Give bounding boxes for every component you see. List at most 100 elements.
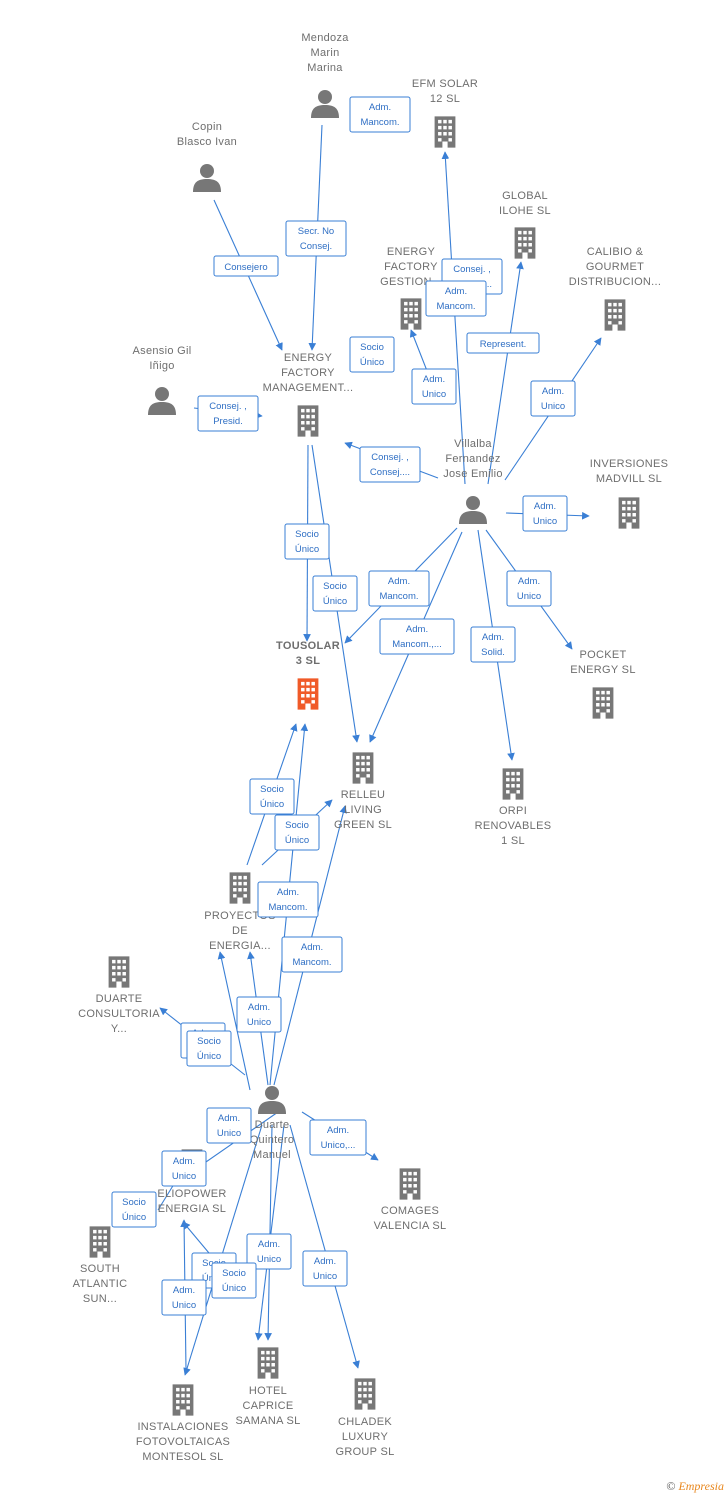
role-box-frame xyxy=(466,332,540,354)
role-label-text: Unico xyxy=(533,516,557,527)
building-icon xyxy=(434,116,456,148)
role-label-text: Unico xyxy=(313,1271,337,1282)
role-label-box[interactable]: Adm.Unico xyxy=(161,1150,207,1187)
role-box-frame xyxy=(206,1107,252,1144)
person-icon xyxy=(148,387,176,415)
node-label: GOURMET xyxy=(586,261,644,273)
node-label: VALENCIA SL xyxy=(374,1220,447,1232)
role-box-frame xyxy=(309,1119,367,1156)
role-label-box[interactable]: Adm.Unico xyxy=(236,996,282,1033)
company-node-tousolar[interactable]: TOUSOLAR 3 SL xyxy=(276,640,340,710)
role-label-box[interactable]: Adm.Solid. xyxy=(470,626,516,663)
role-label-box[interactable]: Adm.Mancom.,... xyxy=(379,618,455,655)
role-label-text: Único xyxy=(285,835,309,846)
role-label-text: Socio xyxy=(122,1197,146,1208)
role-label-box[interactable]: Adm.Unico xyxy=(161,1279,207,1316)
node-label: ILOHE SL xyxy=(499,205,551,217)
building-icon xyxy=(297,405,319,437)
role-box-frame xyxy=(379,618,455,655)
building-icon xyxy=(257,1347,279,1379)
role-box-frame xyxy=(284,523,330,560)
role-label-text: Consejero xyxy=(224,262,267,273)
role-label-text: Adm. xyxy=(173,1156,195,1167)
role-label-box[interactable]: Adm.Mancom. xyxy=(425,280,487,317)
role-label-text: Represent. xyxy=(480,339,526,350)
node-label: 3 SL xyxy=(296,655,320,667)
relation-edge xyxy=(289,1124,360,1369)
role-label-text: Adm. xyxy=(518,576,540,587)
role-label-text: Unico xyxy=(257,1254,281,1265)
node-label: Jose Emilio xyxy=(443,468,503,480)
copyright-icon: © xyxy=(666,1479,676,1493)
node-label: MADVILL SL xyxy=(596,473,662,485)
role-label-box[interactable]: Consej. ,Consej.... xyxy=(359,446,421,483)
role-label-box[interactable]: Consej. ,Presid. xyxy=(197,395,259,432)
node-label: Villalba xyxy=(454,438,492,450)
role-label-box[interactable]: Adm.Mancom. xyxy=(281,936,343,973)
role-label-text: Único xyxy=(323,596,347,607)
node-label: TOUSOLAR xyxy=(276,640,340,652)
role-label-box[interactable]: Adm.Unico xyxy=(206,1107,252,1144)
role-label-box[interactable]: Adm.Unico xyxy=(506,570,552,607)
role-label-box[interactable]: Adm.Unico,... xyxy=(309,1119,367,1156)
role-box-frame xyxy=(359,446,421,483)
role-label-text: Único xyxy=(222,1283,246,1294)
role-label-box[interactable]: Adm.Mancom. xyxy=(368,570,430,607)
role-label-box[interactable]: Adm. Unico xyxy=(522,495,568,532)
role-label-box[interactable]: Adm. Unico xyxy=(302,1250,348,1287)
brand-logo[interactable]: Empresia xyxy=(678,1479,724,1493)
role-label-text: Adm. xyxy=(534,501,556,512)
role-label-box[interactable]: Adm.Unico xyxy=(246,1233,292,1270)
role-box-frame xyxy=(246,1233,292,1270)
company-node-energy_mgmt[interactable]: ENERGYFACTORYMANAGEMENT... xyxy=(263,352,354,437)
role-label-text: Unico,... xyxy=(321,1140,356,1151)
role-label-text: Solid. xyxy=(481,647,505,658)
node-label: MANAGEMENT... xyxy=(263,382,354,394)
role-box-frame xyxy=(257,881,319,918)
company-node-duarte_c[interactable]: DUARTECONSULTORIAY... xyxy=(78,956,160,1035)
node-label: CALIBIO & xyxy=(587,246,644,258)
node-label: Iñigo xyxy=(149,360,174,372)
role-label-box[interactable]: Adm.Mancom. xyxy=(349,96,411,133)
role-label-box[interactable]: Adm.Unico xyxy=(411,368,457,405)
relation-edge xyxy=(441,151,466,485)
role-label-box[interactable]: Adm.Unico xyxy=(530,380,576,417)
building-icon xyxy=(297,678,319,710)
role-label-text: Socio xyxy=(260,784,284,795)
role-label-box[interactable]: Adm.Mancom. xyxy=(257,881,319,918)
node-label: CONSULTORIA xyxy=(78,1008,160,1020)
node-label: DE xyxy=(232,925,248,937)
building-icon xyxy=(229,872,251,904)
role-label-box[interactable]: Represent. xyxy=(466,332,540,354)
company-node-south[interactable]: SOUTHATLANTICSUN... xyxy=(73,1226,128,1305)
company-node-calibio[interactable]: CALIBIO &GOURMETDISTRIBUCION... xyxy=(569,246,662,331)
role-label-text: Adm. xyxy=(314,1256,336,1267)
role-label-box[interactable]: Consejero xyxy=(213,255,279,277)
